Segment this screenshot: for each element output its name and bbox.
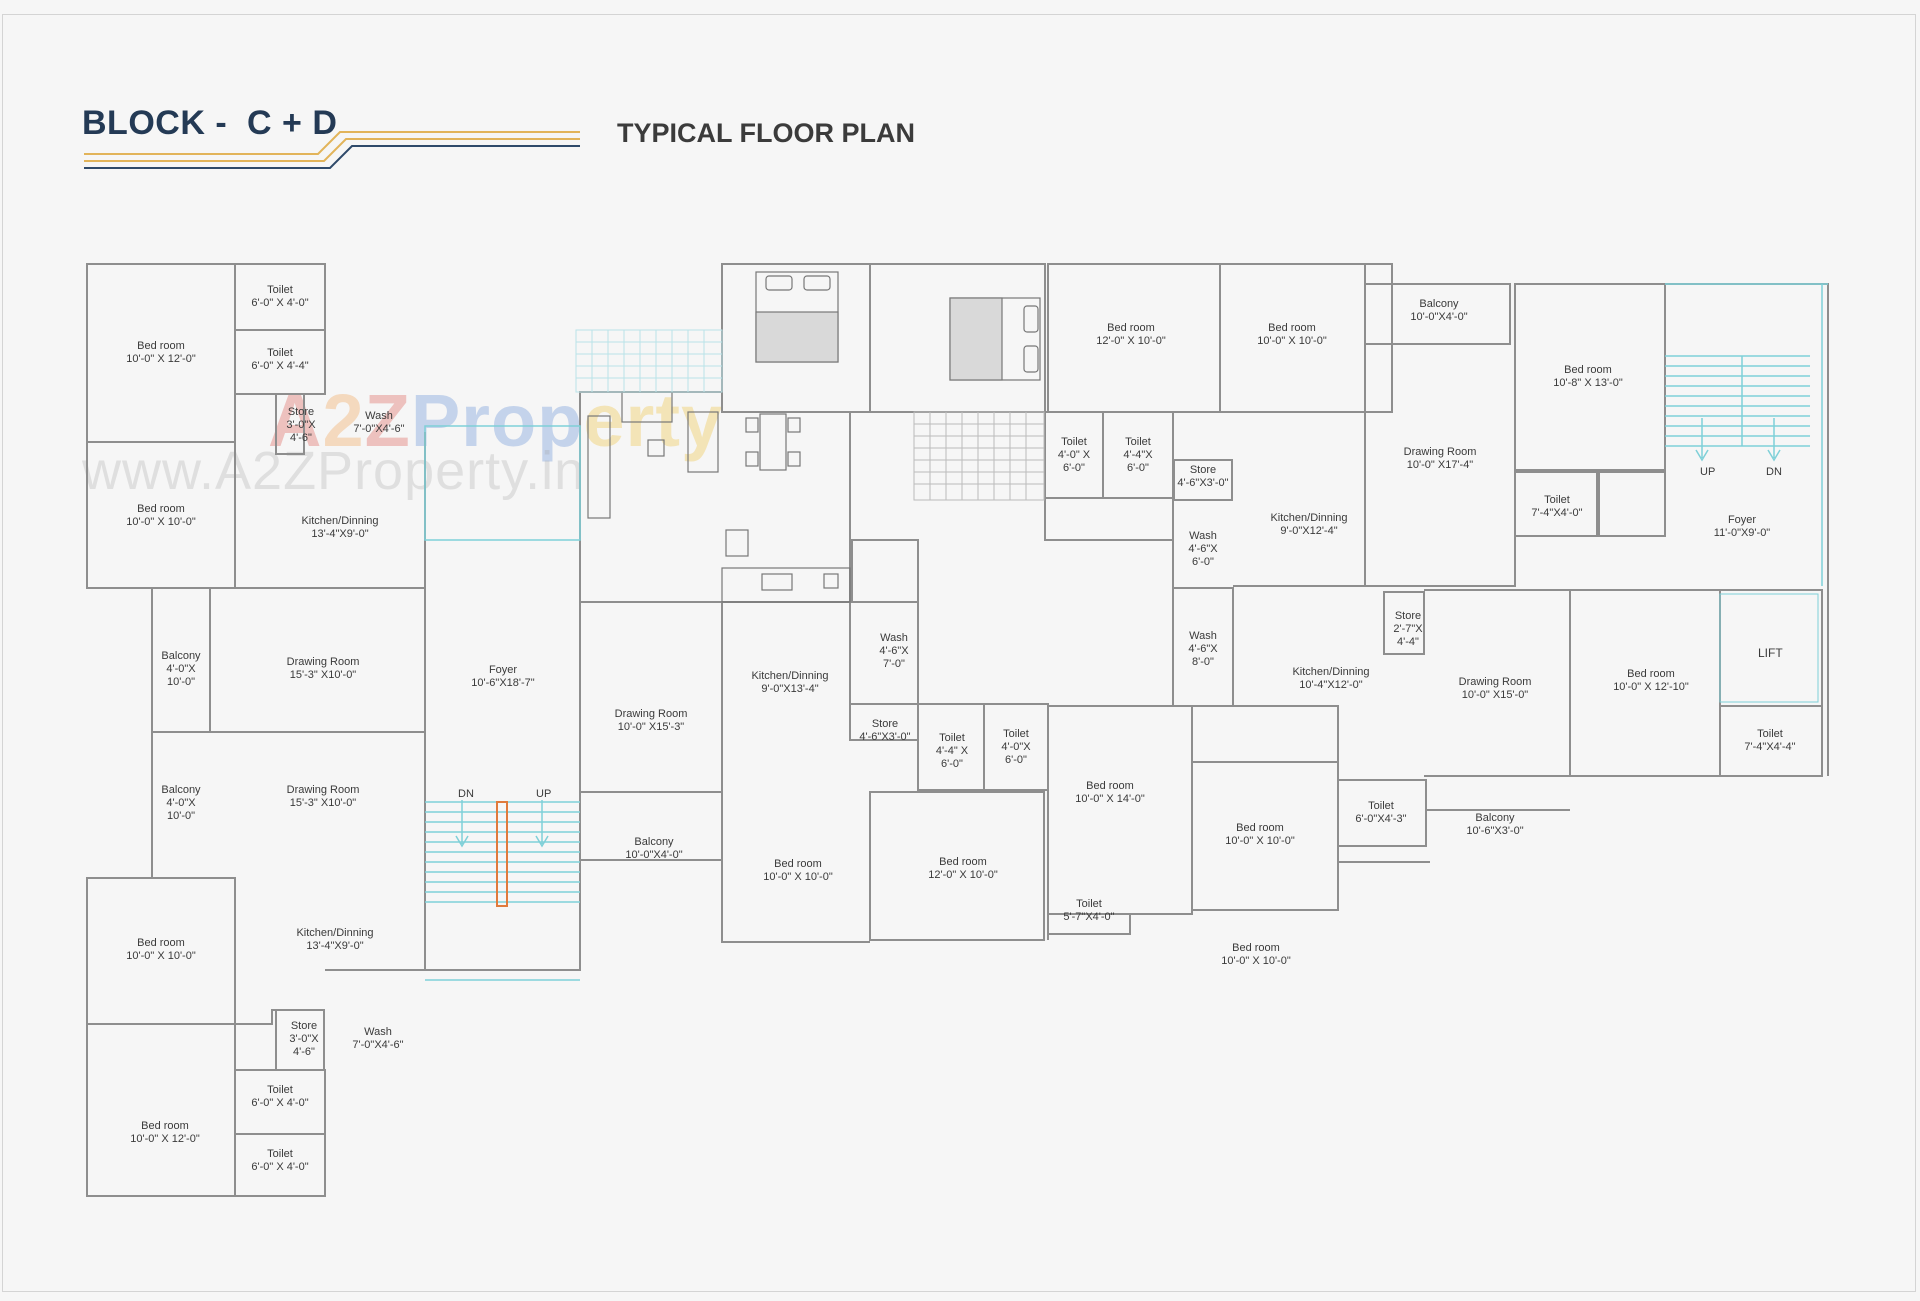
watermark-url: www.A2ZProperty.in xyxy=(82,441,586,501)
stair-handrail xyxy=(496,801,508,907)
watermark-logo: A2ZProperty xyxy=(268,379,724,462)
sofa-set xyxy=(587,391,719,519)
stair-left xyxy=(424,425,581,981)
sheet-border xyxy=(2,14,1916,1292)
lift-label: LIFT xyxy=(1758,646,1783,660)
dining-table xyxy=(745,413,801,471)
walls xyxy=(86,263,1829,1197)
flooring-grid xyxy=(913,411,1045,501)
title-accent-lines xyxy=(84,131,580,169)
plan-title: TYPICAL FLOOR PLAN xyxy=(617,118,916,148)
kitchen-counter xyxy=(721,529,851,603)
stair-arrows xyxy=(455,800,549,848)
terrace-grid xyxy=(575,329,723,393)
openings xyxy=(1665,283,1828,586)
stair-right-dn-label: DN xyxy=(1766,466,1782,478)
stair-right-up-label: UP xyxy=(1700,466,1716,478)
block-title: BLOCK - C + D xyxy=(82,104,338,142)
lift-shaft xyxy=(1719,593,1819,703)
stair-left-up-label: UP xyxy=(536,788,552,800)
bed-left-unit xyxy=(755,271,839,363)
bed-right-unit xyxy=(949,297,1041,381)
stair-right xyxy=(1665,355,1810,462)
stair-left-dn-label: DN xyxy=(458,788,474,800)
